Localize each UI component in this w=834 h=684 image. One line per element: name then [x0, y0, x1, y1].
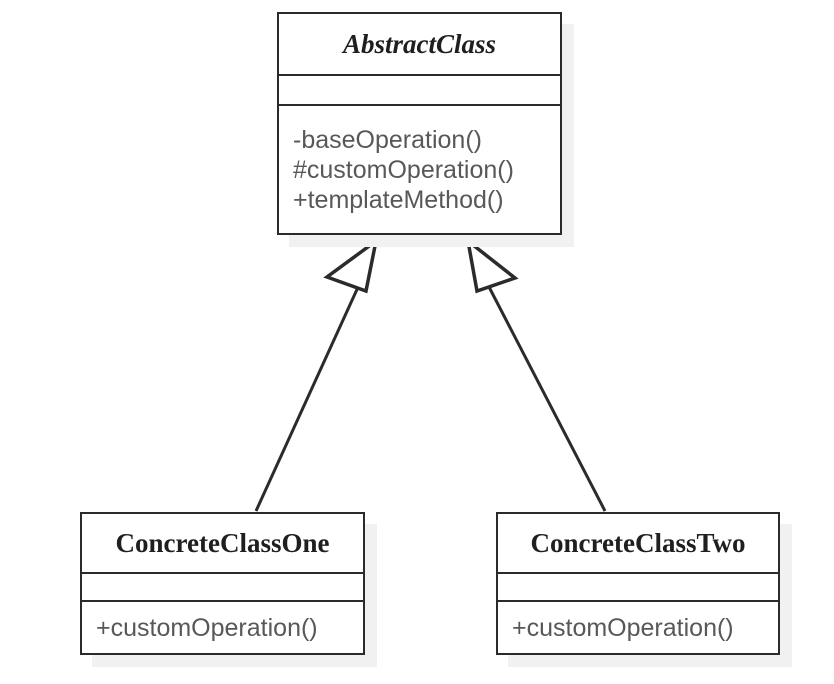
- class-box-concrete-class-one[interactable]: ConcreteClassOne +customOperation(): [80, 512, 365, 655]
- concrete-class-one-attributes-compartment: [82, 574, 363, 602]
- generalization-two-line: [486, 284, 607, 512]
- abstract-class-method: #customOperation(): [293, 155, 514, 184]
- abstract-class-method: -baseOperation(): [293, 125, 482, 154]
- concrete-class-one-methods-compartment: +customOperation(): [82, 602, 363, 653]
- abstract-class-attributes-compartment: [279, 76, 560, 106]
- concrete-class-two-title: ConcreteClassTwo: [498, 514, 778, 574]
- generalization-one-line: [254, 284, 361, 512]
- abstract-class-methods-compartment: -baseOperation() #customOperation() +tem…: [279, 106, 560, 233]
- generalization-two[interactable]: [465, 236, 607, 512]
- generalization-one-hollow-triangle-icon: [323, 236, 379, 294]
- concrete-class-one-method: +customOperation(): [96, 613, 318, 642]
- generalization-one[interactable]: [254, 236, 379, 512]
- generalization-two-hollow-triangle-icon: [465, 236, 519, 294]
- class-box-abstract-class[interactable]: AbstractClass -baseOperation() #customOp…: [277, 12, 562, 235]
- abstract-class-method: +templateMethod(): [293, 185, 504, 214]
- concrete-class-two-attributes-compartment: [498, 574, 778, 602]
- concrete-class-one-title: ConcreteClassOne: [82, 514, 363, 574]
- concrete-class-two-methods-compartment: +customOperation(): [498, 602, 778, 653]
- abstract-class-title: AbstractClass: [279, 14, 560, 76]
- concrete-class-two-method: +customOperation(): [512, 613, 734, 642]
- class-box-concrete-class-two[interactable]: ConcreteClassTwo +customOperation(): [496, 512, 780, 655]
